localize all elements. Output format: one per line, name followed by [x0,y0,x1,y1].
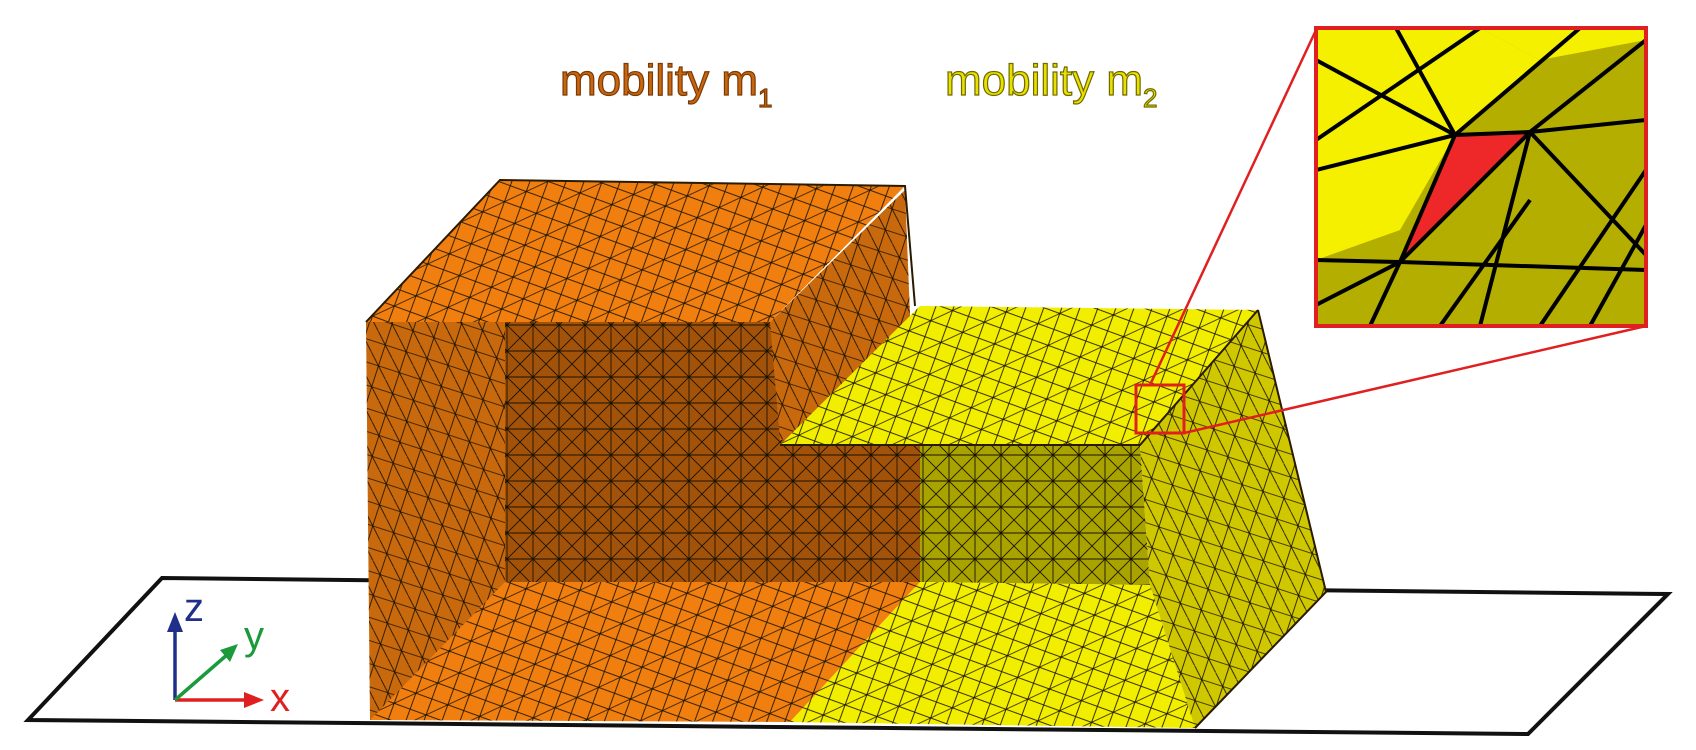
yellow-block [780,306,1326,728]
label-m1-subscript: 1 [757,82,773,113]
zoom-selection-box [1134,383,1186,435]
axis-label-x: x [270,676,290,720]
zoom-line-bottom [1183,324,1647,435]
label-mobility-m1: mobility m1 [559,55,773,113]
axes [167,612,264,708]
orange-block [366,180,925,722]
axis-label-y: y [244,614,264,658]
axis-label-z: z [184,586,204,630]
label-m2-subscript: 2 [1142,82,1158,113]
label-mobility-m2: mobility m2 [944,55,1158,113]
zoom-line-top [1148,29,1318,386]
magnified-mesh-icon [1316,28,1646,326]
inset-frame [1314,26,1648,328]
label-m1-text: mobility m [559,55,759,105]
label-m2-text: mobility m [944,55,1144,105]
